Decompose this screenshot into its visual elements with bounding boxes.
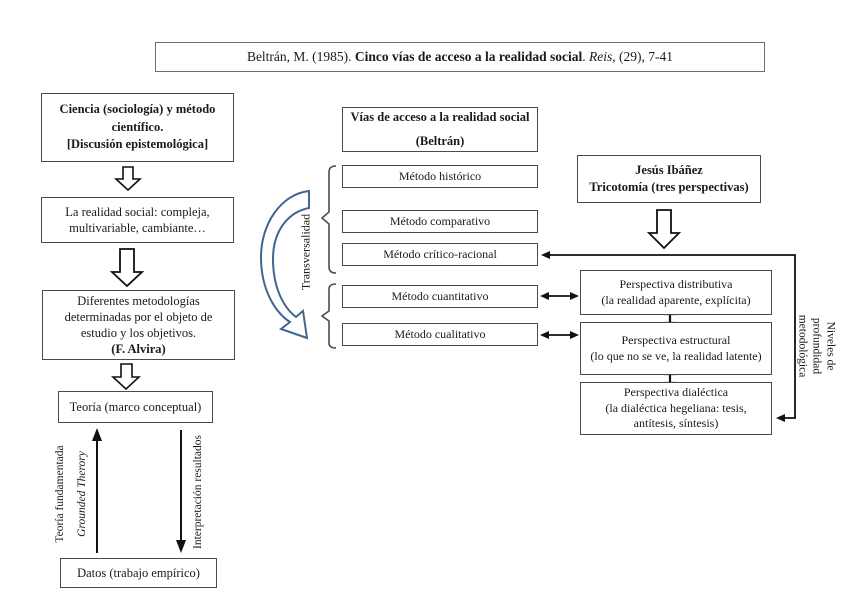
block-arrow-down-icon xyxy=(109,248,145,288)
box-perspectiva-dialectica: Perspectiva dialéctica (la dialéctica he… xyxy=(580,382,772,435)
label-transversalidad: Transversalidad xyxy=(298,213,313,291)
label-interpretacion-resultados: Interpretación resultados xyxy=(192,435,204,549)
label-teoria-fundamentada: Teoría fundamentada xyxy=(54,445,66,543)
metodologias-text: Diferentes metodologías determinadas por… xyxy=(64,294,213,340)
arrow-down-head-icon xyxy=(176,540,186,553)
box-metodo-critico-racional: Método crítico-racional xyxy=(342,243,538,266)
arrow-right-head-icon xyxy=(570,292,579,300)
reference-title-box: Beltrán, M. (1985). Cinco vías de acceso… xyxy=(155,42,765,72)
box-ibanez-header: Jesús Ibáñez Tricotomía (tres perspectiv… xyxy=(577,155,761,203)
reference-title: Beltrán, M. (1985). Cinco vías de acceso… xyxy=(246,49,674,65)
arrow-left-head-icon xyxy=(541,251,550,259)
box-vias-header: Vías de acceso a la realidad social (Bel… xyxy=(342,107,538,152)
arrow-left-head-icon xyxy=(776,414,785,422)
box-realidad-social: La realidad social: compleja, multivaria… xyxy=(41,197,234,243)
box-metodo-cualitativo: Método cualitativo xyxy=(342,323,538,346)
block-arrow-down-icon xyxy=(646,209,682,250)
box-metodologias: Diferentes metodologías determinadas por… xyxy=(42,290,235,360)
label-niveles-profundidad: Niveles de profundidad metodológica xyxy=(797,314,837,378)
arrow-left-head-icon xyxy=(540,331,549,339)
box-teoria: Teoría (marco conceptual) xyxy=(58,391,213,423)
arrow-left-head-icon xyxy=(540,292,549,300)
box-perspectiva-distributiva: Perspectiva distributiva (la realidad ap… xyxy=(580,270,772,315)
metodologias-author: (F. Alvira) xyxy=(111,342,166,356)
transversality-curved-arrow-icon xyxy=(259,189,310,340)
brace-bottom-methods xyxy=(320,283,337,349)
arrow-up-head-icon xyxy=(92,428,102,441)
box-perspectiva-estructural: Perspectiva estructural (lo que no se ve… xyxy=(580,322,772,375)
box-metodo-comparativo: Método comparativo xyxy=(342,210,538,233)
arrow-right-head-icon xyxy=(570,331,579,339)
box-ciencia-metodo: Ciencia (sociología) y método científico… xyxy=(41,93,234,162)
box-datos: Datos (trabajo empírico) xyxy=(60,558,217,588)
block-arrow-down-icon xyxy=(110,363,142,391)
box-metodo-historico: Método histórico xyxy=(342,165,538,188)
block-arrow-down-icon xyxy=(113,166,143,192)
loop-critico-dialectica xyxy=(547,254,796,419)
label-grounded-theory: Grounded Therory xyxy=(76,451,88,537)
box-metodo-cuantitativo: Método cuantitativo xyxy=(342,285,538,308)
brace-top-methods xyxy=(320,165,337,274)
